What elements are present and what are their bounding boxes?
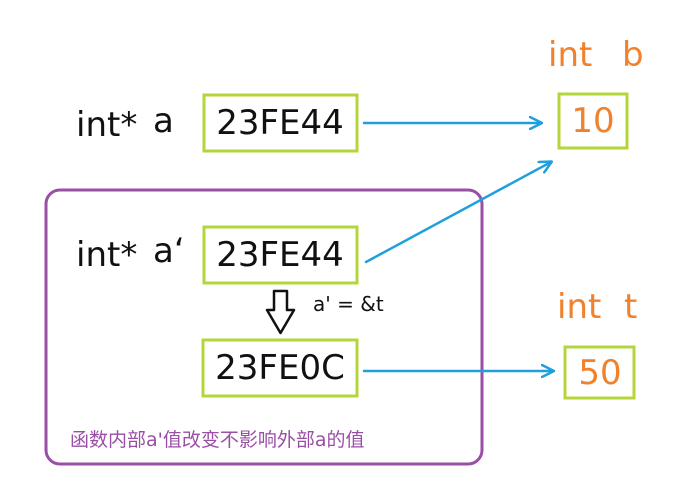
var-b-cell (557, 92, 629, 150)
pointer-a-copy-arrow (364, 162, 551, 264)
scope-caption: 函数内部a'值改变不影响外部a的值 (70, 429, 365, 451)
pointer-a-cell (202, 93, 359, 153)
reassigned-copy-cell (201, 338, 359, 398)
var-b-type-label: int (548, 35, 592, 75)
function-scope-box (44, 188, 484, 466)
pointer-a-type-label: int* (76, 105, 137, 145)
var-t-name-label: t (624, 287, 637, 327)
var-t-cell (563, 345, 636, 400)
pointer-a-copy-type-label: int* (76, 235, 137, 275)
pointer-a-copy-name-label: aʻ (153, 231, 185, 271)
var-t-value: 50 (578, 353, 621, 393)
pointer-a-copy-address: 23FE44 (216, 235, 344, 275)
reassigned-copy-address: 23FE0C (215, 348, 345, 388)
pointer-a-name-label: a (153, 101, 174, 141)
pointer-a-address: 23FE44 (216, 103, 344, 143)
pointer-a-copy-cell (202, 225, 359, 285)
reassignment-arrow-icon (265, 289, 296, 335)
var-b-value: 10 (571, 101, 614, 141)
assignment-note: a' = &t (313, 292, 384, 316)
var-t-type-label: int (557, 287, 601, 327)
var-b-name-label: b (622, 35, 644, 75)
